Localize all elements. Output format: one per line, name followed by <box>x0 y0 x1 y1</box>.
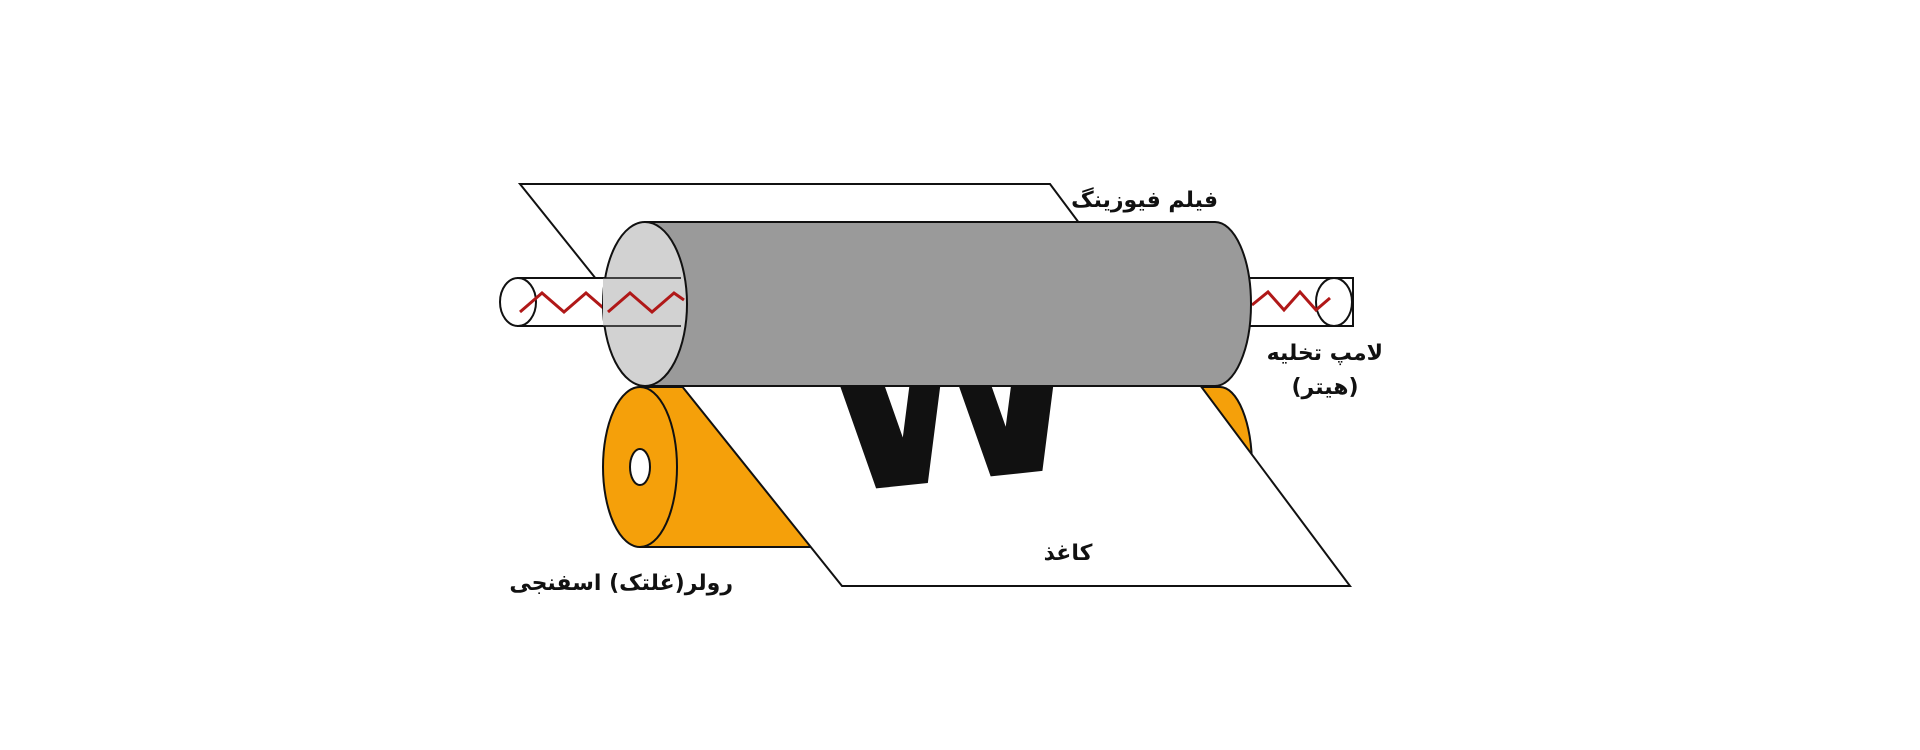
label-sponge-roller: رولر(غلتک) اسفنجی <box>509 571 733 596</box>
heater-lamp-right-end <box>1315 277 1353 327</box>
heater-coil-inside <box>607 291 685 314</box>
label-heater-lamp-note: (هیتر) <box>1291 375 1358 400</box>
label-fusing-film: فیلم فیوزینگ <box>1071 186 1218 213</box>
fusing-film-cylinder <box>602 221 1252 387</box>
heater-coil-right <box>1251 289 1331 313</box>
label-heater-lamp: لامپ تخلیه <box>1267 341 1383 366</box>
label-paper: کاغذ <box>1044 541 1093 566</box>
heater-lamp-left-end <box>499 277 537 327</box>
sponge-roller-axle-hole <box>629 448 651 486</box>
fusing-film-body <box>644 221 1252 387</box>
